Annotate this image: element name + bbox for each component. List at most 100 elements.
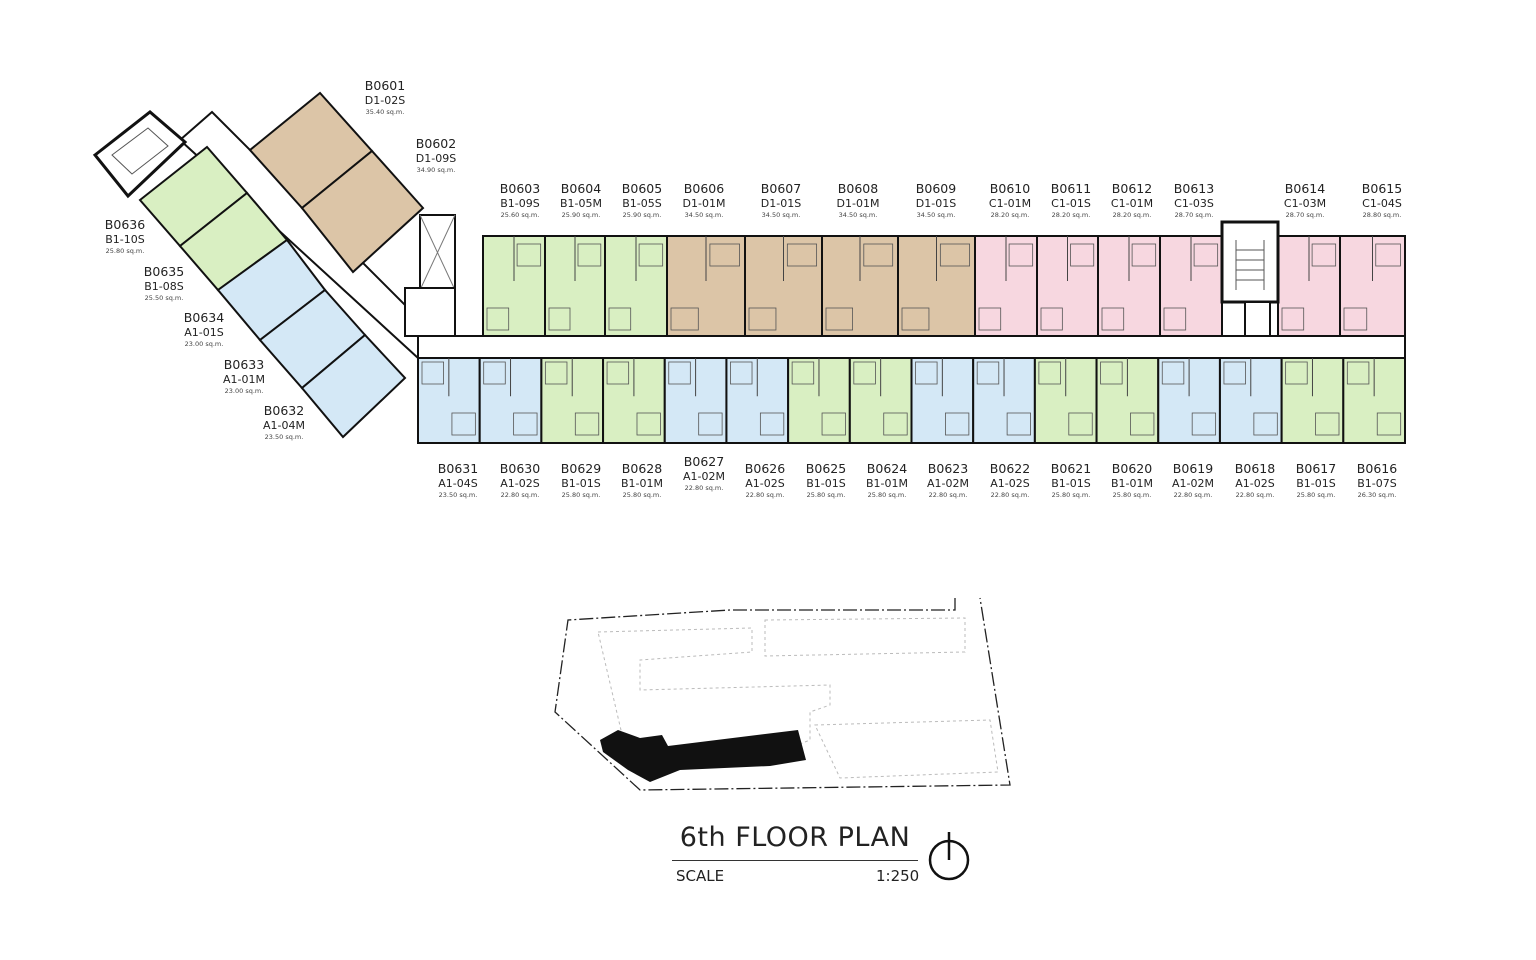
unit-b0632[interactable] xyxy=(300,333,407,439)
unit-area: 25.80 sq.m. xyxy=(561,490,601,499)
unit-id: B0618 xyxy=(1234,461,1276,476)
unit-b0620[interactable] xyxy=(1095,357,1160,444)
unit-id: B0621 xyxy=(1050,461,1092,476)
unit-b0615[interactable] xyxy=(1339,235,1406,337)
unit-id: B0615 xyxy=(1361,181,1403,196)
unit-area: 28.20 sq.m. xyxy=(1112,210,1152,219)
lift-core xyxy=(404,214,456,337)
unit-id: B0625 xyxy=(805,461,847,476)
unit-b0621[interactable] xyxy=(1033,357,1098,444)
unit-b0608[interactable] xyxy=(821,235,899,337)
unit-area: 23.50 sq.m. xyxy=(438,490,478,499)
unit-b0611[interactable] xyxy=(1036,235,1099,337)
unit-b0630[interactable] xyxy=(478,357,543,444)
unit-b0603[interactable] xyxy=(482,235,546,337)
unit-area: 22.80 sq.m. xyxy=(500,490,540,499)
unit-b0607[interactable] xyxy=(744,235,823,337)
unit-type: A1-02S xyxy=(990,476,1030,490)
unit-type: A1-04M xyxy=(263,418,305,432)
unit-type: C1-01M xyxy=(988,196,1032,210)
unit-id: B0630 xyxy=(499,461,541,476)
unit-b0609[interactable] xyxy=(897,235,976,337)
unit-b0631[interactable] xyxy=(417,357,481,444)
unit-id: B0627 xyxy=(683,454,725,469)
unit-area: 28.80 sq.m. xyxy=(1362,210,1402,219)
unit-type: B1-01M xyxy=(865,476,909,490)
unit-b0626[interactable] xyxy=(725,357,790,444)
unit-type: B1-01M xyxy=(1110,476,1154,490)
unit-type: D1-09S xyxy=(415,151,457,165)
unit-type: B1-09S xyxy=(500,196,540,210)
unit-b0602[interactable] xyxy=(300,149,425,274)
unit-id: B0609 xyxy=(915,181,957,196)
unit-b0627[interactable] xyxy=(663,357,728,444)
unit-b0606[interactable] xyxy=(666,235,746,337)
unit-type: B1-07S xyxy=(1357,476,1397,490)
unit-b0610[interactable] xyxy=(974,235,1038,337)
unit-area: 25.90 sq.m. xyxy=(561,210,601,219)
unit-b0622[interactable] xyxy=(972,357,1036,444)
unit-type: B1-01M xyxy=(620,476,664,490)
unit-b0628[interactable] xyxy=(602,357,666,444)
unit-type: C1-03M xyxy=(1283,196,1327,210)
unit-b0624[interactable] xyxy=(848,357,913,444)
main-corridor xyxy=(417,335,1406,359)
unit-area: 25.80 sq.m. xyxy=(1112,490,1152,499)
unit-id: B0628 xyxy=(621,461,663,476)
unit-id: B0635 xyxy=(143,264,185,279)
unit-type: D1-01M xyxy=(836,196,880,210)
unit-id: B0611 xyxy=(1050,181,1092,196)
unit-id: B0614 xyxy=(1284,181,1326,196)
unit-b0605[interactable] xyxy=(604,235,668,337)
unit-b0625[interactable] xyxy=(787,357,851,444)
unit-type: A1-02M xyxy=(1172,476,1214,490)
unit-type: D1-02S xyxy=(364,93,406,107)
unit-b0623[interactable] xyxy=(910,357,975,444)
unit-b0617[interactable] xyxy=(1280,357,1345,444)
unit-id: B0632 xyxy=(263,403,305,418)
unit-b0604[interactable] xyxy=(544,235,606,337)
unit-area: 23.50 sq.m. xyxy=(264,432,304,441)
unit-b0613[interactable] xyxy=(1159,235,1223,337)
unit-area: 28.20 sq.m. xyxy=(990,210,1030,219)
unit-area: 26.30 sq.m. xyxy=(1357,490,1397,499)
unit-b0614[interactable] xyxy=(1277,235,1341,337)
unit-id: B0606 xyxy=(683,181,725,196)
unit-type: A1-02S xyxy=(1235,476,1275,490)
unit-area: 34.50 sq.m. xyxy=(916,210,956,219)
unit-b0619[interactable] xyxy=(1157,357,1221,444)
unit-b0618[interactable] xyxy=(1218,357,1283,444)
highlighted-building xyxy=(600,730,806,782)
unit-b0612[interactable] xyxy=(1097,235,1161,337)
unit-b0616[interactable] xyxy=(1342,357,1406,444)
unit-area: 25.80 sq.m. xyxy=(105,246,145,255)
unit-b0629[interactable] xyxy=(540,357,605,444)
unit-area: 22.80 sq.m. xyxy=(745,490,785,499)
unit-id: B0619 xyxy=(1172,461,1214,476)
unit-id: B0601 xyxy=(364,78,406,93)
unit-id: B0636 xyxy=(104,217,146,232)
unit-area: 25.60 sq.m. xyxy=(500,210,540,219)
unit-type: B1-01S xyxy=(1296,476,1336,490)
unit-area: 25.80 sq.m. xyxy=(867,490,907,499)
unit-area: 34.50 sq.m. xyxy=(838,210,878,219)
unit-area: 28.20 sq.m. xyxy=(1051,210,1091,219)
unit-type: A1-02M xyxy=(927,476,969,490)
title-underline xyxy=(672,860,918,861)
unit-type: B1-01S xyxy=(561,476,601,490)
